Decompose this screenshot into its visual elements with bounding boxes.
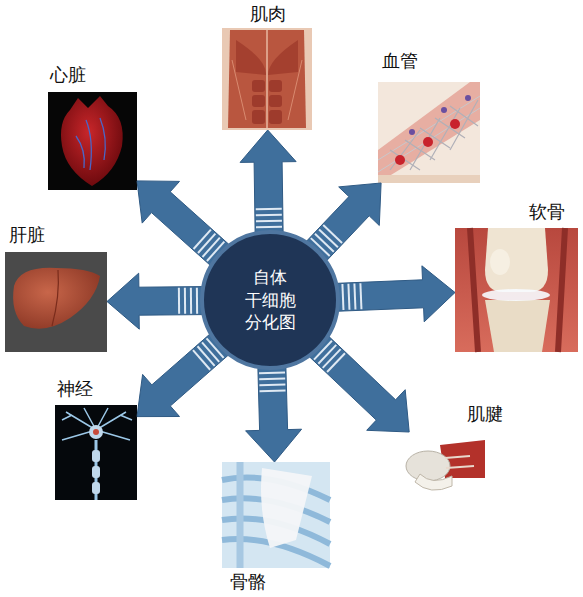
arrow-stripe — [323, 349, 341, 368]
block-arrow — [240, 130, 296, 232]
arrow-stripe — [256, 226, 282, 228]
arrow-stripe — [259, 372, 285, 375]
tissue-label: 肝脏 — [9, 224, 45, 246]
arrow-body — [107, 273, 202, 329]
block-arrow — [310, 337, 410, 432]
arrow-body — [137, 334, 228, 416]
arrow-stripe — [259, 378, 285, 381]
liver-picture — [5, 252, 107, 352]
tissue-label: 神经 — [57, 378, 93, 400]
block-arrow — [137, 181, 229, 265]
block-arrow — [337, 266, 455, 322]
tissue-label: 肌腱 — [467, 403, 503, 425]
arrow-stripe — [319, 229, 338, 247]
arrow-stripe — [342, 284, 343, 310]
arrow-stripe — [196, 288, 198, 314]
tissue-image: 软骨 — [455, 228, 578, 352]
muscle-picture — [222, 28, 312, 130]
arrow-stripe — [190, 288, 192, 314]
arrow-body — [240, 130, 296, 232]
arrow-body — [310, 337, 410, 432]
arrow-stripe — [360, 283, 361, 309]
tissue-image: 血管 — [378, 82, 480, 183]
heart-picture — [48, 92, 137, 190]
tissue-image: 心脏 — [48, 92, 137, 190]
arrow-stripe — [260, 390, 286, 393]
arrow-stripe — [198, 346, 215, 366]
arrow-stripe — [348, 284, 349, 310]
tendon-picture — [405, 432, 485, 500]
tissue-image: 骨骼 — [222, 462, 330, 568]
arrow-stripe — [256, 208, 282, 210]
block-arrow — [107, 273, 202, 329]
arrow-stripe — [256, 220, 282, 222]
arrow-stripe — [198, 234, 215, 253]
arrow-body — [137, 181, 229, 265]
tissue-label: 软骨 — [529, 201, 565, 223]
arrow-stripe — [259, 384, 285, 387]
bone-picture — [222, 462, 330, 568]
hub-circle: 自体 干细胞 分化图 — [200, 230, 340, 370]
tissue-image: 肌肉 — [222, 28, 312, 130]
arrow-stripe — [323, 225, 342, 243]
tissue-image: 肝脏 — [5, 252, 107, 352]
block-arrow — [246, 368, 302, 462]
vessel-picture — [378, 82, 480, 183]
arrow-stripe — [193, 350, 210, 370]
knee-picture — [455, 228, 578, 352]
tissue-label: 心脏 — [50, 64, 86, 86]
arrow-stripe — [354, 284, 355, 310]
hub-label: 自体 干细胞 分化图 — [240, 266, 300, 335]
tissue-label: 肌肉 — [250, 3, 286, 25]
tissue-image: 肌腱 — [405, 432, 485, 500]
arrow-stripe — [256, 214, 282, 216]
arrow-stripe — [178, 288, 180, 314]
block-arrow — [137, 334, 228, 416]
arrow-stripe — [194, 230, 211, 249]
arrow-stripe — [327, 353, 345, 372]
arrow-stripe — [184, 288, 186, 314]
arrow-body — [337, 266, 455, 322]
arrow-body — [246, 368, 302, 462]
tissue-label: 血管 — [382, 50, 418, 72]
tissue-image: 神经 — [55, 405, 137, 500]
neuron-picture — [55, 405, 137, 500]
tissue-label: 骨骼 — [230, 571, 266, 593]
